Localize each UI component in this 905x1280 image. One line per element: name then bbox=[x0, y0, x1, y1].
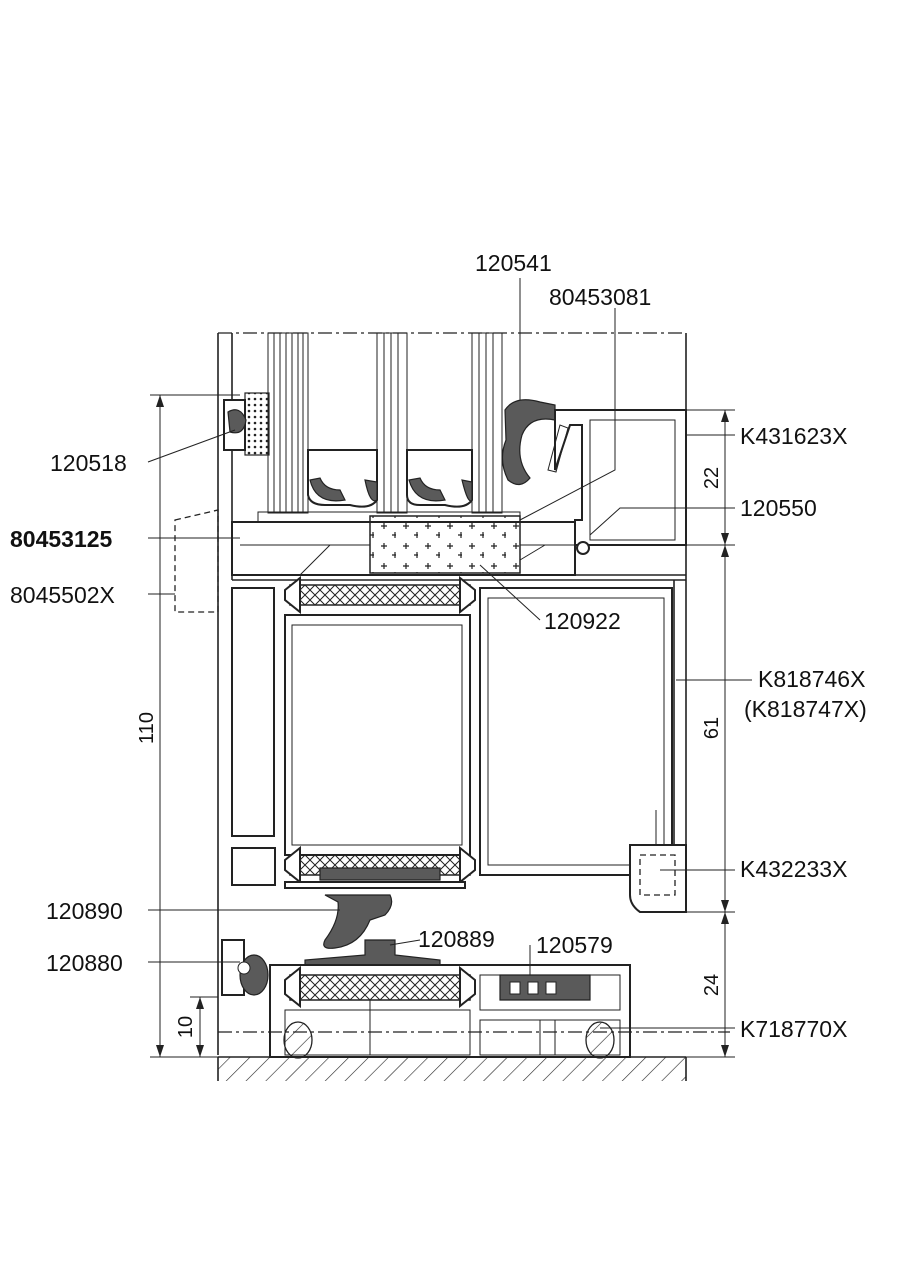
dimension-lines bbox=[150, 394, 735, 1058]
label-8045502X: 8045502X bbox=[10, 582, 115, 608]
glazing-bead bbox=[547, 409, 687, 555]
dimension-22: 22 bbox=[701, 467, 723, 489]
label-80453081: 80453081 bbox=[549, 284, 651, 310]
bottom-frame-profile bbox=[269, 964, 631, 1059]
label-K431623X: K431623X bbox=[740, 423, 847, 449]
label-K432233X: K432233X bbox=[740, 856, 847, 882]
floor bbox=[217, 1056, 687, 1081]
label-120890: 120890 bbox=[46, 898, 123, 924]
setting-block bbox=[369, 515, 521, 574]
label-120889: 120889 bbox=[418, 926, 495, 952]
label-120518: 120518 bbox=[50, 450, 127, 476]
thermal-break-bottom bbox=[284, 845, 476, 889]
sash-top bbox=[174, 509, 576, 613]
corner-connector bbox=[629, 844, 687, 913]
sash-main-profile bbox=[231, 545, 687, 910]
dimension-10: 10 bbox=[175, 1016, 197, 1038]
label-K818746X: K818746X bbox=[758, 666, 865, 692]
centre-gasket bbox=[323, 894, 393, 949]
glazing-gasket-outer bbox=[223, 392, 270, 456]
label-120550: 120550 bbox=[740, 495, 817, 521]
label-K718770X: K718770X bbox=[740, 1016, 847, 1042]
label-120922: 120922 bbox=[544, 608, 621, 634]
dimension-110: 110 bbox=[136, 712, 158, 744]
dimension-61: 61 bbox=[701, 717, 723, 739]
glazing-gasket-inner bbox=[501, 399, 556, 486]
glass-spacers bbox=[307, 449, 473, 508]
dimension-24: 24 bbox=[701, 974, 723, 996]
label-K818747X: (K818747X) bbox=[744, 696, 867, 722]
glass-pane-middle bbox=[376, 332, 408, 514]
weather-gasket bbox=[221, 939, 269, 996]
label-120579: 120579 bbox=[536, 932, 613, 958]
label-80453125: 80453125 bbox=[10, 526, 113, 552]
glass-pane-inner bbox=[471, 332, 503, 514]
glass-panes bbox=[267, 332, 503, 514]
label-120880: 120880 bbox=[46, 950, 123, 976]
label-120541: 120541 bbox=[475, 250, 552, 276]
thermal-break-top bbox=[284, 575, 476, 615]
leader-lines bbox=[147, 278, 752, 1029]
glass-pane-outer bbox=[267, 332, 309, 514]
